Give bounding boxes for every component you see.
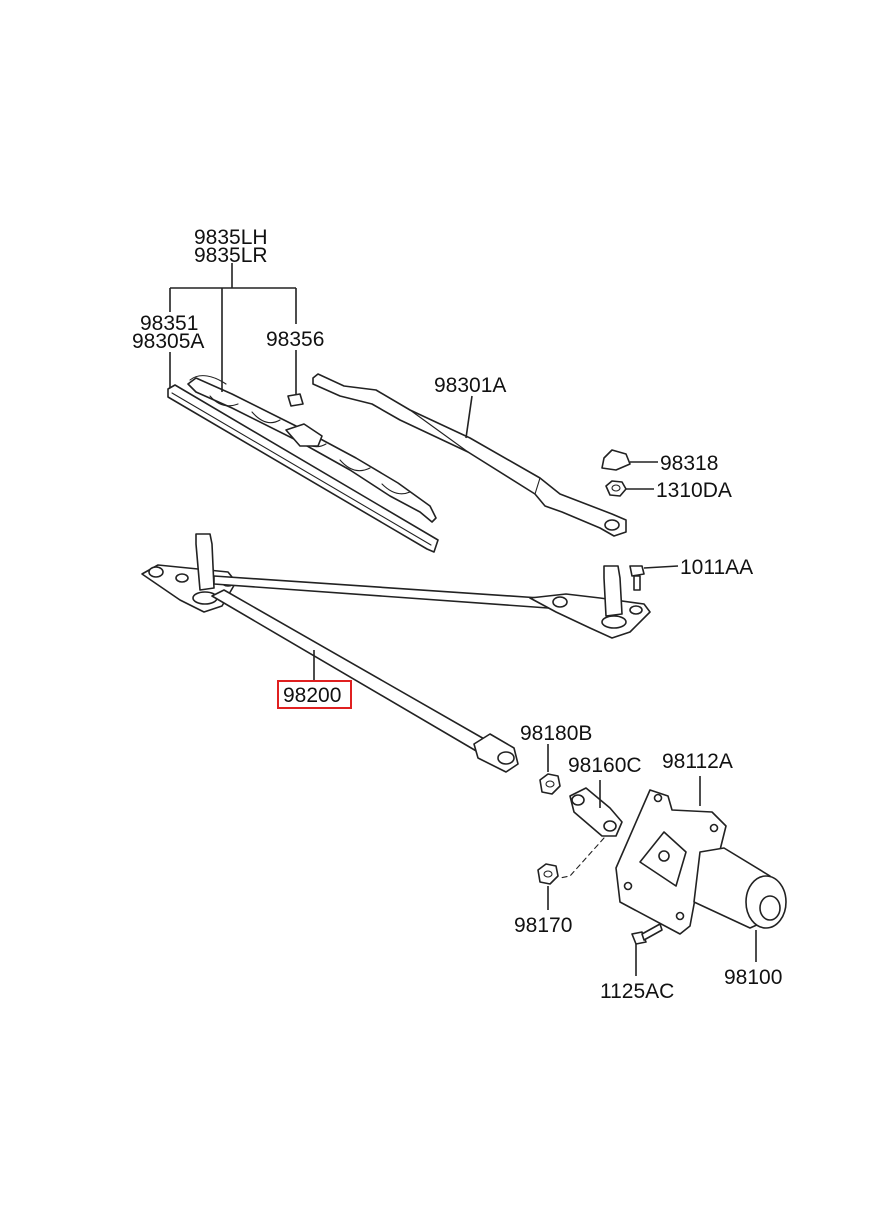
highlight-box	[277, 680, 352, 709]
label-98180b[interactable]: 98180B	[520, 722, 592, 745]
label-1011aa[interactable]: 1011AA	[680, 556, 753, 579]
motor-bolt[interactable]	[631, 923, 663, 945]
arm-nut[interactable]	[605, 480, 627, 497]
label-98200[interactable]: 98200	[283, 684, 341, 707]
label-98318[interactable]: 98318	[660, 452, 718, 475]
label-1310da[interactable]: 1310DA	[656, 479, 732, 502]
label-98305a[interactable]: 98305A	[132, 330, 204, 353]
label-1125ac[interactable]: 1125AC	[600, 980, 674, 1003]
blade-clip[interactable]	[287, 393, 304, 407]
crank-nut[interactable]	[539, 773, 561, 795]
arm-cap[interactable]	[601, 449, 631, 471]
label-98356[interactable]: 98356	[266, 328, 324, 351]
wiper-blade[interactable]	[167, 375, 439, 553]
wiper-linkage[interactable]	[141, 533, 651, 773]
crank-connector-line	[559, 837, 605, 879]
label-98170[interactable]: 98170	[514, 914, 572, 937]
label-9835lh[interactable]: 9835LH	[194, 226, 268, 249]
label-98100[interactable]: 98100	[724, 966, 782, 989]
crank-arm[interactable]	[569, 787, 623, 837]
label-9835lr[interactable]: 9835LR	[194, 244, 268, 267]
linkage-bolt[interactable]	[629, 565, 645, 591]
label-98160c[interactable]: 98160C	[568, 754, 642, 777]
wiper-arm[interactable]	[312, 373, 627, 537]
leader-lines	[169, 263, 757, 976]
label-98112a[interactable]: 98112A	[662, 750, 733, 773]
wiper-motor[interactable]	[615, 789, 787, 935]
label-98351[interactable]: 98351	[140, 312, 198, 335]
motor-nut[interactable]	[537, 863, 559, 885]
label-98301a[interactable]: 98301A	[434, 374, 506, 397]
